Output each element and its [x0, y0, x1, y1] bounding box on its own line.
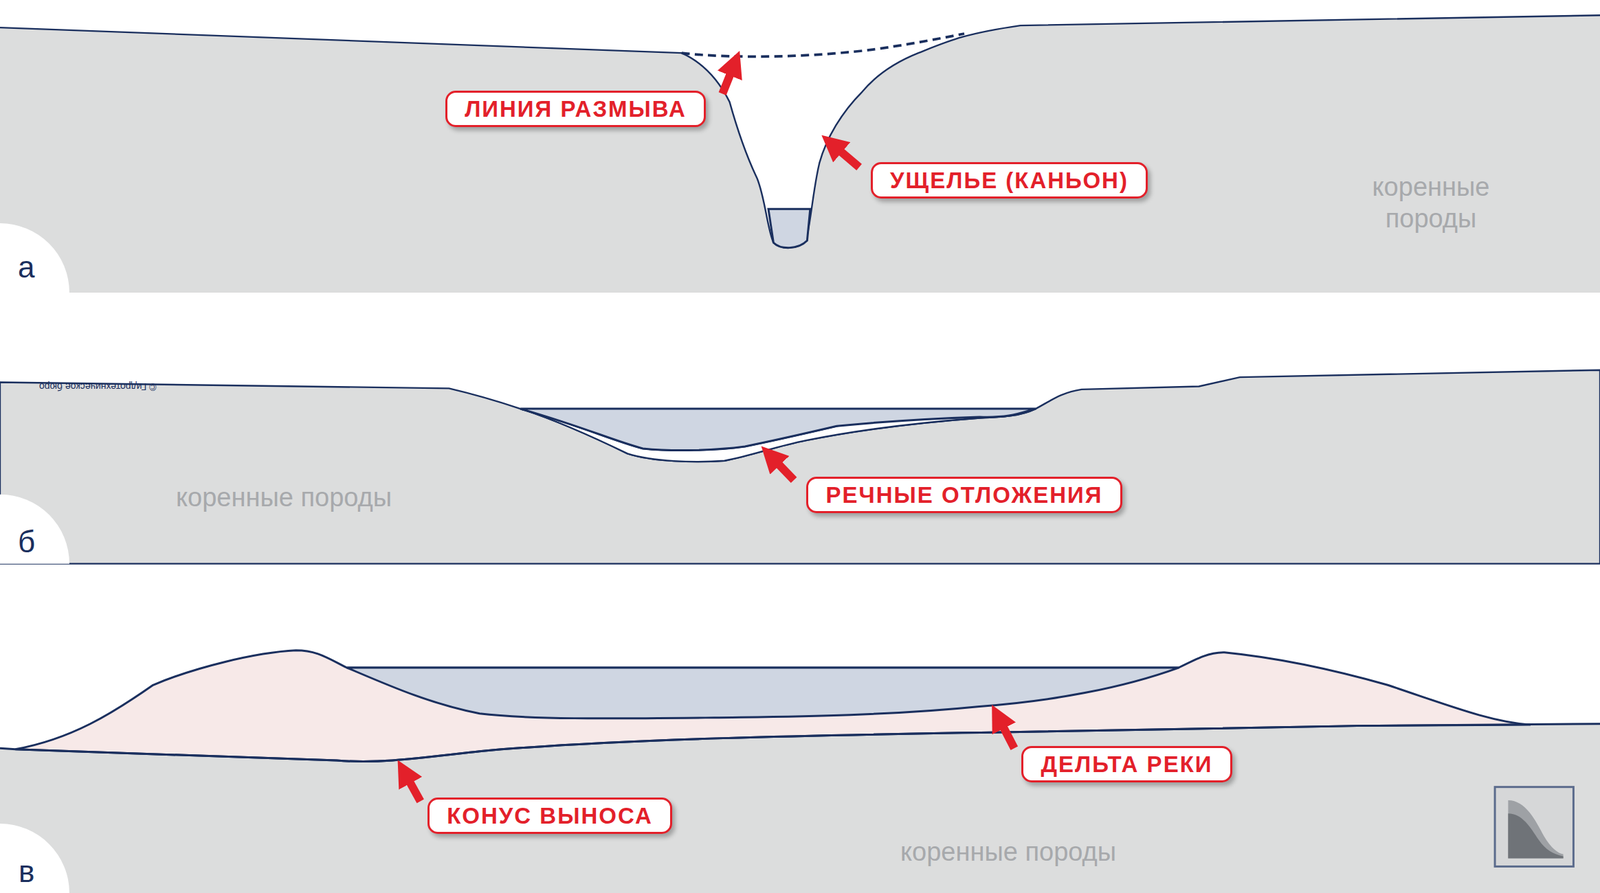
river-water-a — [768, 208, 811, 248]
leader-arrow — [770, 455, 794, 481]
callout-box: РЕЧНЫЕ ОТЛОЖЕНИЯ — [806, 476, 1123, 514]
bedrock-label: коренные породы — [1348, 171, 1514, 235]
bedrock-line-c — [0, 724, 1600, 763]
callout-text: УЩЕЛЬЕ (КАНЬОН) — [890, 169, 1129, 192]
bedrock-b — [0, 370, 1600, 565]
corner-a — [0, 223, 70, 293]
erosion-line — [681, 33, 965, 57]
delta-water — [347, 668, 1179, 719]
bedrock-a — [0, 15, 1600, 293]
corner-c — [0, 824, 70, 893]
river-water-b — [520, 408, 1036, 451]
alluvial-fan — [15, 650, 1531, 763]
callout-box: ЛИНИЯ РАЗМЫВА — [445, 90, 706, 128]
panel-letter: б — [17, 524, 36, 561]
callout-box: КОНУС ВЫНОСА — [427, 797, 673, 835]
leader-arrow — [722, 63, 735, 95]
callout-text: КОНУС ВЫНОСА — [446, 804, 653, 828]
callout-text: ДЕЛЬТА РЕКИ — [1040, 753, 1213, 776]
panel-letter: а — [17, 249, 35, 286]
logo-frame — [1494, 787, 1574, 868]
callout-box: УЩЕЛЬЕ (КАНЬОН) — [870, 162, 1148, 199]
leader-arrow — [831, 143, 860, 168]
river-deposits — [520, 408, 1036, 462]
surface-a — [0, 15, 1600, 248]
logo-curve — [1507, 800, 1563, 860]
logo-curve-front — [1507, 813, 1563, 859]
leader-arrow — [997, 716, 1015, 749]
bedrock-label: коренные породы — [175, 482, 392, 515]
corner-b — [0, 494, 70, 565]
watermark: © Гидротехническое бюро — [39, 380, 157, 393]
callout-text: РЕЧНЫЕ ОТЛОЖЕНИЯ — [825, 483, 1103, 507]
callout-box: ДЕЛЬТА РЕКИ — [1021, 746, 1233, 783]
leader-arrow — [404, 771, 421, 802]
bedrock-label: коренные породы — [900, 837, 1117, 869]
panel-letter: в — [18, 854, 35, 891]
callout-text: ЛИНИЯ РАЗМЫВА — [464, 97, 687, 121]
